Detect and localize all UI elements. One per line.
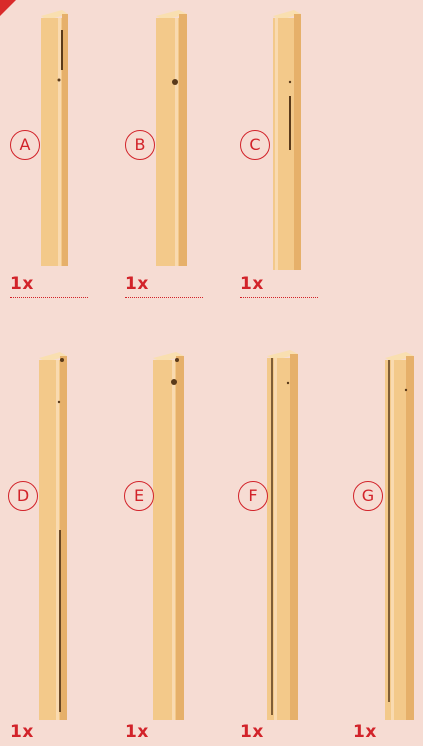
quantity-b: 1x [125,274,149,294]
quantity-a: 1x [10,274,34,294]
part-letter-c: C [240,130,270,160]
post-c-illustration [270,10,304,272]
part-letter-a: A [10,130,40,160]
part-letter-g: G [353,481,383,511]
quantity-c: 1x [240,274,264,294]
post-e-illustration [150,352,188,724]
part-letter-e: E [124,481,154,511]
dotted-line-b [125,297,203,298]
quantity-f: 1x [240,722,264,742]
post-g-illustration [382,352,418,724]
post-b-illustration [153,10,193,272]
quantity-d: 1x [10,722,34,742]
corner-marker [0,0,16,16]
dotted-line-a [10,297,88,298]
post-d-illustration [36,352,70,724]
quantity-g: 1x [353,722,377,742]
part-letter-f: F [238,481,268,511]
dotted-line-c [240,297,318,298]
part-letter-d: D [8,481,38,511]
part-letter-b: B [125,130,155,160]
post-a-illustration [38,10,70,272]
quantity-e: 1x [125,722,149,742]
post-f-illustration [264,350,302,724]
